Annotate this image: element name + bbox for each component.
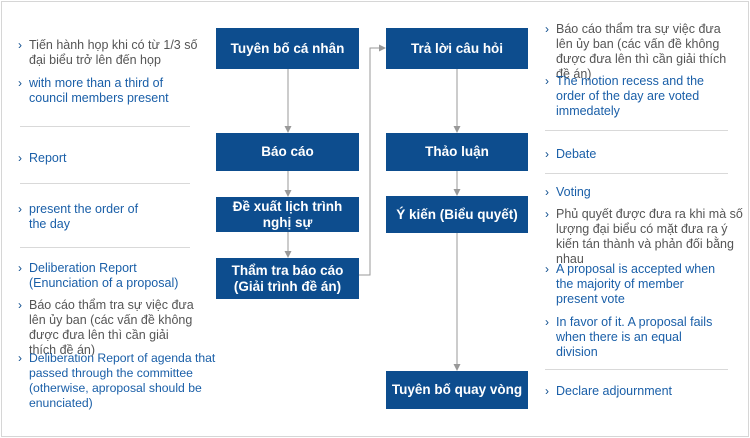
box-announce: Tuyên bố cá nhân xyxy=(216,28,359,69)
right-separator-1 xyxy=(545,130,728,131)
arrow-review-answer xyxy=(359,44,386,276)
left-note-3: ›present the order of the day xyxy=(18,202,139,231)
right-note-3-en-2: ›A proposal is accepted when the majorit… xyxy=(545,262,716,306)
right-note-3-en: ›Voting xyxy=(545,185,591,199)
left-note-4-en: ›Deliberation Report (Enunciation of a p… xyxy=(18,261,179,290)
right-note-1-vi: ›Báo cáo thẩm tra sự việc đưa lên ủy ban… xyxy=(545,22,727,81)
box-report: Báo cáo xyxy=(216,133,359,171)
right-note-4: ›Declare adjournment xyxy=(545,384,673,398)
left-note-4-en-2: ›Deliberation Report of agenda that pass… xyxy=(18,351,216,410)
left-note-1-vi: ›Tiến hành họp khi có từ 1/3 số đại biểu… xyxy=(18,38,198,67)
left-note-4-vi: ›Báo cáo thẩm tra sự việc đưa lên ủy ban… xyxy=(18,298,194,357)
right-separator-2 xyxy=(545,173,728,174)
left-note-1-en: ›with more than a third of council membe… xyxy=(18,76,169,105)
box-answer: Trả lời câu hỏi xyxy=(386,28,528,69)
left-separator-3 xyxy=(20,247,190,248)
right-note-2: ›Debate xyxy=(545,147,597,161)
right-separator-3 xyxy=(545,369,728,370)
box-review-report: Thẩm tra báo cáo (Giải trình đề án) xyxy=(216,258,359,299)
box-adjourn: Tuyên bố quay vòng xyxy=(386,371,528,409)
box-propose-agenda: Đề xuất lịch trình nghị sự xyxy=(216,197,359,232)
left-separator-2 xyxy=(20,183,190,184)
box-opinion: Ý kiến (Biểu quyết) xyxy=(386,196,528,233)
right-note-3-vi: ›Phủ quyết được đưa ra khi mà số lượng đ… xyxy=(545,207,743,266)
left-separator-1 xyxy=(20,126,190,127)
right-note-1-en: ›The motion recess and the order of the … xyxy=(545,74,704,118)
box-discussion: Thảo luận xyxy=(386,133,528,171)
left-note-2: ›Report xyxy=(18,151,67,165)
right-note-3-en-3: ›In favor of it. A proposal fails when t… xyxy=(545,315,713,359)
